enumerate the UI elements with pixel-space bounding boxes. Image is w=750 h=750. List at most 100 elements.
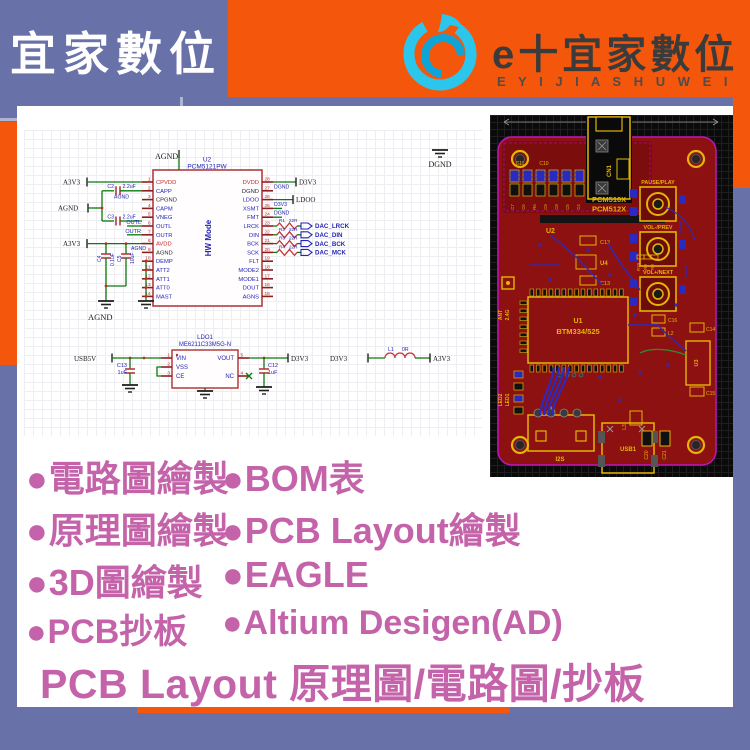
phoenix-swirl-icon	[403, 14, 477, 91]
pin-name: CPVDD	[156, 180, 176, 186]
pin-number: 15	[265, 291, 271, 297]
resistor-ref: R1	[279, 218, 285, 223]
brand-block	[0, 0, 228, 97]
pcb-small-ref: C7	[510, 204, 515, 210]
pad	[522, 169, 533, 183]
cap-ref: C5	[117, 255, 123, 262]
pcb-ref-usb1: USB1	[620, 447, 637, 453]
net-flag-agnd: AGND	[155, 152, 178, 161]
pad	[509, 183, 520, 197]
trace	[538, 366, 556, 416]
pad	[612, 288, 618, 297]
pcb-ref-l3: L3	[622, 424, 628, 430]
pin-name: XSMT	[243, 206, 260, 212]
pcb-ref-pcm510x: PCM510X	[592, 195, 626, 204]
pad	[593, 364, 598, 373]
led-pad	[513, 370, 524, 379]
junction-dot	[144, 268, 148, 272]
pcb-ref-c10: C10	[539, 161, 548, 167]
pcb-ref-u3: U3	[694, 359, 700, 366]
part-outline	[651, 314, 666, 324]
via	[548, 278, 552, 282]
cap-value: 0.1uF	[110, 253, 116, 266]
pin-name: ATT0	[156, 286, 170, 292]
mounting-hole	[686, 149, 706, 169]
service-label: BOM表	[244, 458, 365, 499]
wire	[156, 366, 161, 377]
button-center	[652, 288, 664, 300]
bullet-icon: ●	[26, 510, 48, 551]
pin-number: 13	[145, 282, 151, 288]
junction-dot	[100, 206, 104, 210]
bullet-icon: ●	[26, 613, 47, 651]
pad	[519, 348, 528, 353]
pin-name: LDOO	[243, 198, 260, 204]
cap-ref: C4	[97, 255, 103, 262]
pcb-ref-c20: C20	[644, 450, 650, 459]
logo-inner-swirl	[421, 34, 465, 78]
pcb-ref-r10: R10	[636, 262, 641, 271]
pcb-ref-c16: C16	[668, 318, 677, 324]
pin-name: BCK	[247, 242, 259, 248]
no-connect-x	[245, 372, 253, 380]
part-outline	[689, 322, 705, 333]
ldo-part: ME6211C33M5G-N	[179, 342, 231, 348]
pad	[587, 288, 592, 297]
pad	[630, 297, 637, 306]
junction-dot	[104, 284, 108, 288]
cap-value: 10uF	[130, 253, 136, 264]
wire	[638, 425, 646, 433]
ldo-body	[171, 349, 239, 389]
net-flag-agnd: AGND	[88, 312, 113, 322]
pin-name: MODE2	[238, 268, 259, 274]
usb-pad	[651, 431, 658, 443]
pcb-ref-r9: R9	[643, 264, 648, 270]
pad	[519, 308, 528, 313]
pcb-ref-pcm512x: PCM512X	[592, 205, 626, 214]
pcb-ref-ant-freq: 2.4G	[505, 309, 511, 320]
mounting-hole	[515, 154, 525, 164]
resistor-ref: R2	[279, 227, 285, 232]
pad	[561, 183, 572, 197]
pad	[606, 288, 611, 297]
button-ring	[646, 237, 670, 261]
bus-entry	[300, 231, 313, 239]
service-label: PCB抄板	[47, 613, 188, 651]
inductor-ref: L1	[388, 347, 394, 353]
pin-name: AVDD	[156, 242, 172, 248]
service-label: 電路圖繪製	[48, 458, 229, 499]
dac-net-label: DAC_BCK	[315, 241, 346, 248]
bullet-icon: ●	[222, 604, 243, 642]
cn1-pad	[616, 158, 630, 180]
i2s-pad	[559, 408, 569, 418]
pin-number: 9	[148, 247, 151, 253]
pad	[519, 300, 528, 305]
pcb-small-ref: C4	[576, 204, 581, 210]
wire	[597, 141, 607, 151]
pin-number: 17	[265, 273, 271, 279]
via	[666, 363, 670, 367]
resistor-ref: R3	[279, 236, 285, 241]
ant-pad	[501, 276, 515, 290]
pin-name: DVDD	[243, 180, 259, 186]
service-item: ●3D圖繪製	[26, 554, 203, 606]
pin-number: 18	[265, 265, 271, 271]
pin-name: CPGND	[156, 198, 177, 204]
via	[598, 375, 602, 379]
service-label: PCB Layout繪製	[244, 510, 521, 551]
part-outline	[659, 430, 671, 447]
i2s-pad	[572, 408, 582, 418]
pin-name: LRCK	[244, 224, 260, 230]
pin-number: 23	[265, 221, 271, 227]
pin-number: 5	[148, 212, 151, 218]
pin-name: FLT	[249, 259, 259, 265]
pad	[630, 252, 637, 261]
ldo-ref: LDO1	[197, 335, 213, 341]
net-flag-a3v3: A3V3	[63, 240, 81, 248]
pin-number: 3	[167, 371, 170, 377]
net-flag-usb5v: USB5V	[74, 355, 96, 363]
net-label-agnd: AGND	[114, 195, 129, 201]
dac-net-label: DAC_DIN	[315, 232, 343, 239]
